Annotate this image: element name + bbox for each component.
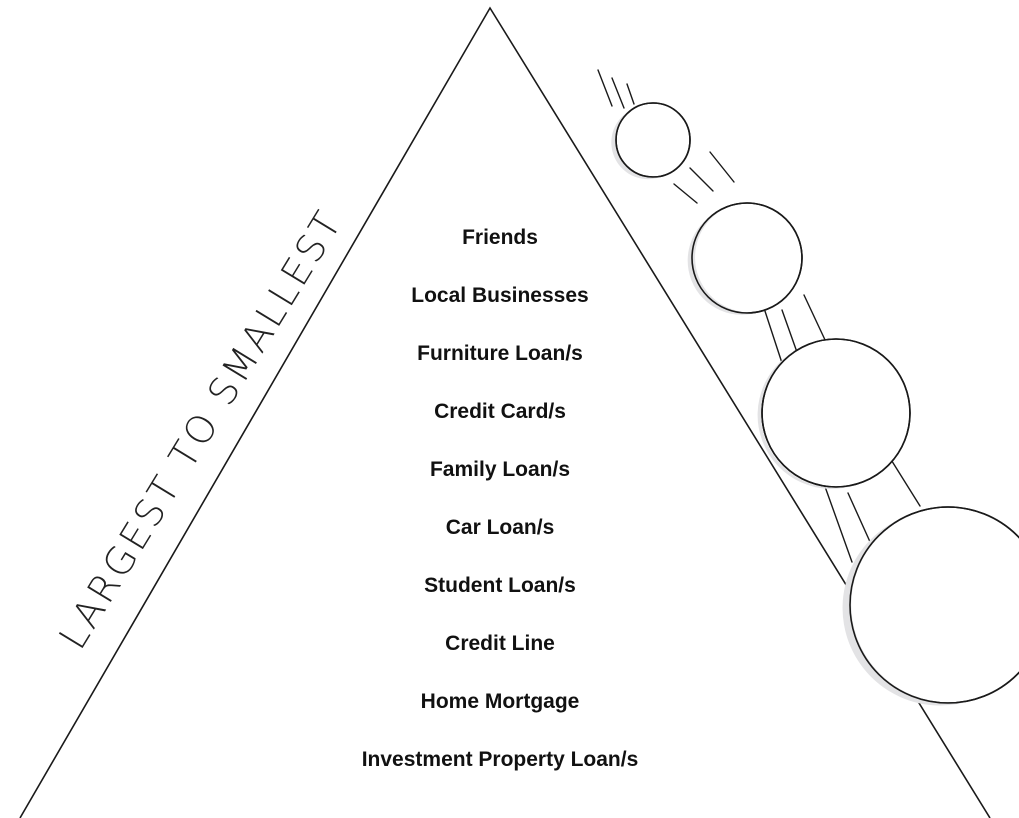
motion-line xyxy=(889,457,921,507)
side-label: LARGEST TO SMALLEST xyxy=(50,202,351,657)
motion-line xyxy=(709,151,735,183)
motion-line xyxy=(689,167,714,192)
ball-small xyxy=(611,102,691,180)
motion-line xyxy=(626,83,635,105)
pyramid-outline xyxy=(19,6,991,818)
motion-line xyxy=(803,294,827,343)
debt-item-investment-property-loans: Investment Property Loan/s xyxy=(362,748,639,771)
debt-item-credit-cards: Credit Card/s xyxy=(434,400,566,423)
motion-line xyxy=(781,309,799,356)
motion-line xyxy=(822,480,853,563)
debt-item-home-mortgage: Home Mortgage xyxy=(421,690,580,713)
ball-medium xyxy=(687,202,803,315)
debt-item-furniture-loans: Furniture Loan/s xyxy=(417,342,583,365)
debt-item-student-loans: Student Loan/s xyxy=(424,574,576,597)
ball-large xyxy=(757,338,911,489)
motion-line xyxy=(597,69,613,107)
debt-item-local-businesses: Local Businesses xyxy=(411,284,588,307)
motion-line xyxy=(847,492,872,545)
debt-item-friends: Friends xyxy=(462,226,538,249)
motion-lines xyxy=(597,69,921,563)
ball-xlarge xyxy=(842,506,1019,706)
debt-item-family-loans: Family Loan/s xyxy=(430,458,570,481)
debt-list: Friends Local Businesses Furniture Loan/… xyxy=(362,226,639,771)
debt-item-car-loans: Car Loan/s xyxy=(446,516,555,539)
debt-item-credit-line: Credit Line xyxy=(445,632,555,655)
motion-line xyxy=(761,301,783,364)
motion-line xyxy=(673,183,698,204)
motion-line xyxy=(611,77,625,109)
rolling-balls xyxy=(611,102,1019,706)
